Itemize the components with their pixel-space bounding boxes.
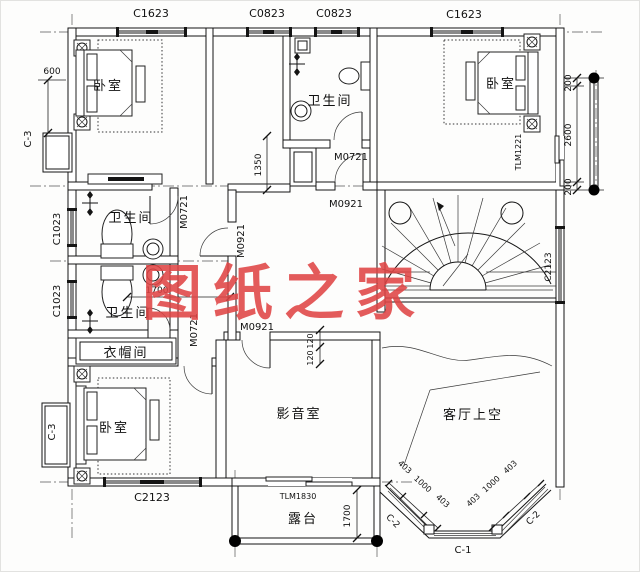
- window-c0823-left: [246, 27, 292, 37]
- dimension-lines: [38, 73, 582, 543]
- doors: [147, 111, 364, 395]
- dim-bay-right-1000: 1000: [481, 474, 502, 494]
- bath-upper-door: [149, 195, 179, 225]
- label-window-c2123-bottom: C2123: [134, 491, 170, 504]
- window-c1623-right: [430, 27, 504, 37]
- label-window-c0823-right: C0823: [316, 7, 352, 20]
- label-bathroom-mid-lower: 卫生间: [105, 306, 150, 321]
- label-window-c2123-right: C2123: [544, 252, 554, 281]
- media-room-door: [241, 339, 271, 369]
- label-window-c1623-right: C1623: [446, 8, 482, 21]
- dim-200-top: 200: [564, 74, 574, 91]
- label-window-c0823-left: C0823: [249, 7, 285, 20]
- label-door-m0921-media: M0921: [240, 322, 274, 333]
- hall-nook-door: [334, 153, 364, 183]
- dim-2600: 2600: [564, 123, 574, 146]
- label-door-m0921-corridor: M0921: [236, 224, 247, 258]
- dim-200-bottom: 200: [564, 178, 574, 195]
- label-door-m0921-hall: M0921: [329, 199, 363, 210]
- terrace-sliding-door-tlm1830: [265, 476, 353, 487]
- corridor-door: [199, 227, 229, 257]
- label-media-room: 影音室: [276, 406, 321, 422]
- window-c1023-lower: [67, 280, 77, 319]
- dim-bay-right-403a: 403: [502, 459, 519, 476]
- label-living-room-void: 客厅上空: [443, 407, 503, 423]
- dim-1700-hall: 1700: [146, 286, 169, 296]
- label-door-m0721-upper: M0721: [179, 195, 190, 229]
- window-c2123-bottom: [103, 477, 202, 487]
- bathroom-top-fixtures: [289, 37, 371, 122]
- window-symbols: [67, 27, 565, 487]
- label-bedroom-bottom-left: 卧室: [99, 420, 129, 436]
- label-bedroom-top-right: 卧室: [486, 76, 516, 92]
- label-bathroom-top: 卫生间: [307, 94, 352, 109]
- dim-120-b: 120: [306, 350, 315, 365]
- dim-bay-left-403b: 403: [434, 493, 451, 510]
- label-window-c1: C-1: [455, 545, 472, 556]
- label-bedroom-top-left: 卧室: [93, 78, 123, 94]
- label-door-tlm1830: TLM1830: [279, 492, 317, 501]
- label-window-c3-lower: C-3: [47, 424, 58, 441]
- cloakroom-wardrobe: [75, 337, 177, 365]
- bedroom-top-right-furniture: [443, 33, 541, 133]
- terrace-structure: [229, 485, 383, 547]
- bay-window-bottom-right: [379, 483, 552, 539]
- bathroom-mid-lower-fixtures: [82, 264, 164, 334]
- living-room-void-lines: [381, 346, 553, 466]
- watermark-text: 图纸之家: [142, 259, 426, 329]
- staircase: [381, 195, 556, 303]
- dim-bay-left-403a: 403: [396, 459, 413, 476]
- label-bathroom-mid-upper: 卫生间: [108, 211, 153, 226]
- window-c1623-left: [116, 27, 187, 37]
- window-c2123-right: [555, 226, 565, 304]
- dim-1700-terrace: 1700: [343, 504, 353, 527]
- dim-bay-left-1000: 1000: [412, 474, 433, 494]
- label-window-c1023-upper: C1023: [52, 213, 63, 245]
- left-bay-windows: [41, 132, 73, 468]
- bath-top-door: [333, 111, 363, 141]
- label-door-m0721-lower: M0721: [189, 313, 200, 347]
- dim-bay-right-403b: 403: [465, 492, 482, 509]
- label-door-m0721-top: M0721: [334, 152, 368, 163]
- dim-120-a: 120: [306, 333, 315, 348]
- label-window-c1623-left: C1623: [133, 7, 169, 20]
- window-c0823-right: [314, 27, 360, 37]
- label-cloakroom: 衣帽间: [103, 345, 148, 361]
- window-c1023-upper: [67, 208, 77, 247]
- bedroom-top-left-furniture: [73, 39, 163, 185]
- balcony-sliding-door-tlm1221: [554, 135, 565, 187]
- dim-600: 600: [43, 67, 60, 77]
- bedroom-bottom-left-furniture: [73, 365, 171, 485]
- right-balcony: [564, 72, 604, 196]
- label-window-c3-upper: C-3: [23, 131, 34, 148]
- label-door-tlm1221: TLM1221: [514, 134, 523, 172]
- bathroom-mid-upper-fixtures: [82, 191, 164, 260]
- label-terrace: 露台: [288, 512, 318, 527]
- bedroom3-door: [183, 365, 213, 395]
- label-window-c1023-lower: C1023: [52, 285, 63, 317]
- bath-lower-door: [147, 307, 171, 331]
- label-window-c2-left: C-2: [383, 513, 401, 531]
- dim-1350: 1350: [254, 153, 264, 176]
